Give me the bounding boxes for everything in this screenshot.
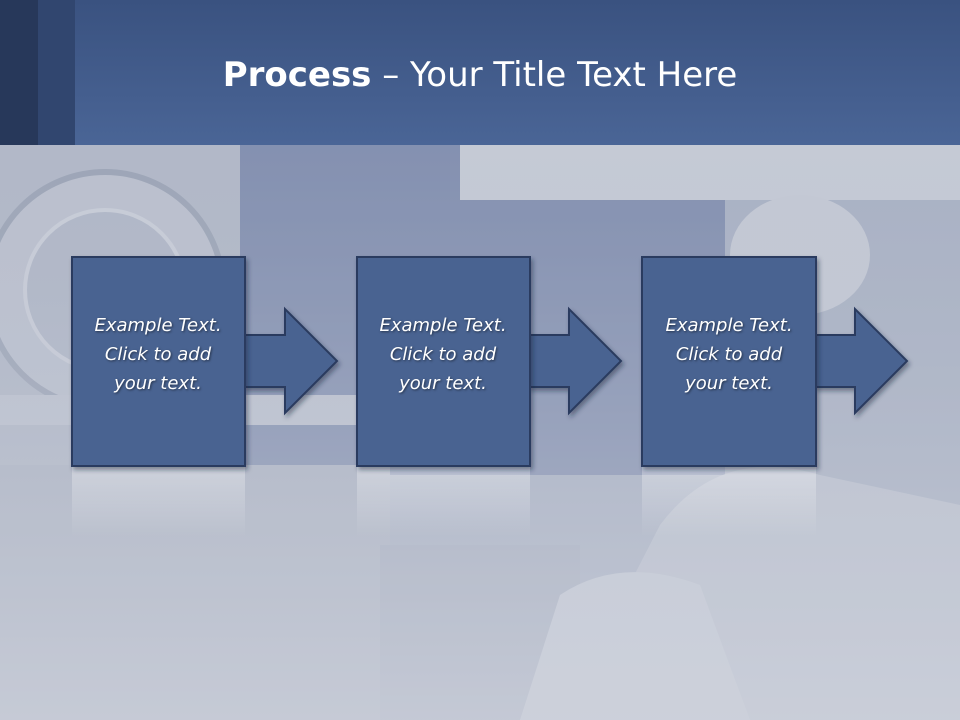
banner-corner-mid [38, 0, 75, 145]
title-banner: Process – Your Title Text Here [0, 0, 960, 145]
slide-title[interactable]: Process – Your Title Text Here [0, 52, 960, 98]
step-2-box[interactable] [356, 256, 531, 467]
arrow-icon-2 [528, 306, 623, 416]
title-bold-part: Process [222, 55, 372, 95]
step-1-reflection [72, 467, 245, 537]
step-1-box[interactable] [71, 256, 246, 467]
step-3-reflection [642, 467, 816, 537]
step-2-reflection [357, 467, 530, 537]
title-rest-part: – Your Title Text Here [371, 55, 738, 95]
step-3-box[interactable] [641, 256, 817, 467]
step-1-text[interactable]: Example Text. Click to add your text. [94, 315, 222, 394]
arrow-icon-1 [243, 306, 339, 416]
step-3-text[interactable]: Example Text. Click to add your text. [665, 315, 793, 394]
banner-corner-dark [0, 0, 38, 145]
arrow-icon-3 [814, 306, 909, 416]
step-2-text[interactable]: Example Text. Click to add your text. [379, 315, 507, 394]
